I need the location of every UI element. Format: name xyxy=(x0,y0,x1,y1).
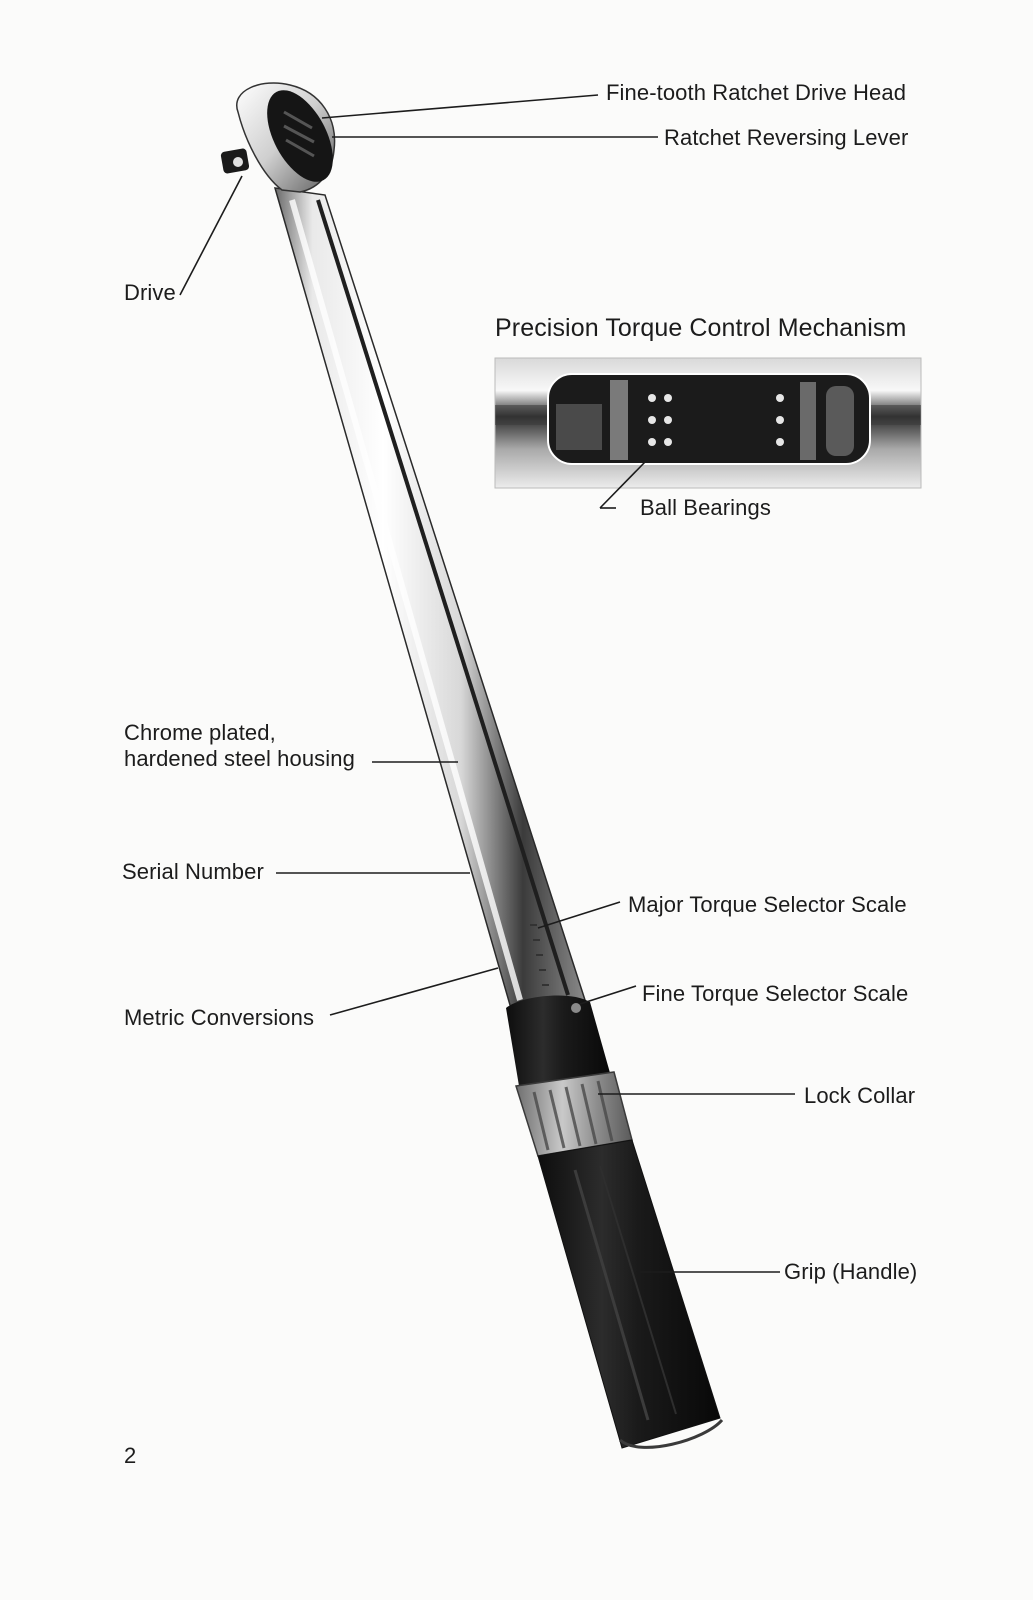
page-number: 2 xyxy=(124,1443,136,1468)
grip-handle xyxy=(538,1140,722,1448)
callout-drive: Drive xyxy=(124,280,176,305)
leader-lines xyxy=(180,95,795,1272)
callout-lock-collar: Lock Collar xyxy=(804,1083,915,1108)
drive-square xyxy=(220,148,249,174)
callout-major-scale: Major Torque Selector Scale xyxy=(628,892,907,917)
wrench-shaft xyxy=(275,188,585,1012)
callout-fine-scale: Fine Torque Selector Scale xyxy=(642,981,908,1006)
callout-drive-head: Fine-tooth Ratchet Drive Head xyxy=(606,80,906,105)
callout-ball-bearings: Ball Bearings xyxy=(640,495,771,520)
callout-housing-line2: hardened steel housing xyxy=(124,746,355,771)
callout-reversing-lever: Ratchet Reversing Lever xyxy=(664,125,908,150)
mechanism-title: Precision Torque Control Mechanism xyxy=(495,316,906,341)
ratchet-drive-head xyxy=(220,80,346,193)
callout-housing-line1: Chrome plated, xyxy=(124,720,276,745)
callout-metric-conversions: Metric Conversions xyxy=(124,1005,314,1030)
mechanism-inset-photo xyxy=(495,358,921,488)
callout-grip: Grip (Handle) xyxy=(784,1259,917,1284)
callout-serial-number: Serial Number xyxy=(122,859,264,884)
